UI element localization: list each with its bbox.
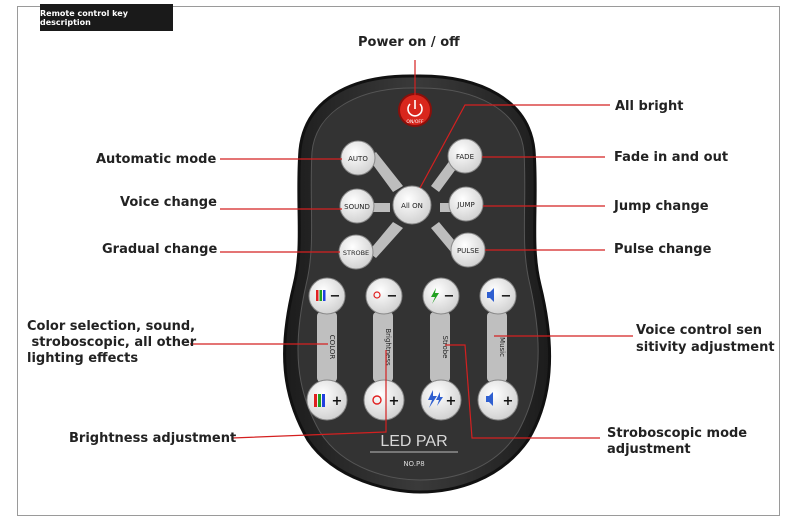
svg-text:AUTO: AUTO bbox=[348, 155, 368, 163]
fade-key: FADE bbox=[447, 138, 483, 174]
svg-text:+: + bbox=[446, 394, 457, 409]
strobe-key: STROBE bbox=[338, 234, 374, 270]
label-voice-change: Voice change bbox=[120, 195, 217, 210]
svg-text:−: − bbox=[501, 289, 512, 304]
label-power: Power on / off bbox=[358, 35, 460, 50]
music-plus-key: + bbox=[477, 379, 519, 421]
svg-text:All ON: All ON bbox=[401, 202, 423, 210]
image-frame bbox=[17, 6, 780, 516]
header-title: Remote control key description bbox=[40, 4, 173, 31]
jump-key: JUMP bbox=[448, 186, 484, 222]
auto-key: AUTO bbox=[340, 140, 376, 176]
label-voice-control-line1: Voice control sen bbox=[636, 323, 763, 338]
label-brightness-adjustment: Brightness adjustment bbox=[69, 431, 237, 446]
model-text: NO.P8 bbox=[403, 460, 424, 468]
color-minus-key: − bbox=[308, 277, 346, 315]
label-fade: Fade in and out bbox=[614, 150, 729, 165]
brand-text: LED PAR bbox=[380, 433, 447, 450]
label-jump-change: Jump change bbox=[614, 199, 709, 214]
svg-text:FADE: FADE bbox=[456, 153, 474, 161]
pulse-key: PULSE bbox=[450, 232, 486, 268]
label-strobe-mode-line2: adjustment bbox=[607, 442, 691, 457]
svg-text:+: + bbox=[332, 394, 343, 409]
label-color-selection-line3: lighting effects bbox=[27, 351, 139, 366]
label-voice-control-line2: sitivity adjustment bbox=[636, 340, 775, 355]
label-color-selection-line1: Color selection, sound, bbox=[27, 319, 196, 334]
svg-text:+: + bbox=[503, 394, 514, 409]
label-strobe-mode-line1: Stroboscopic mode bbox=[607, 426, 748, 441]
strobe-plus-key: + bbox=[420, 379, 462, 421]
strobe-minus-key: − bbox=[422, 277, 460, 315]
power-key-label: ON/OFF bbox=[406, 119, 424, 125]
all-on-key: All ON bbox=[392, 185, 432, 225]
svg-text:+: + bbox=[389, 394, 400, 409]
remote-inner-panel bbox=[297, 87, 539, 481]
color-plus-key: + bbox=[306, 379, 348, 421]
slider-label-brightness: Brightness bbox=[384, 328, 392, 366]
svg-text:−: − bbox=[330, 289, 341, 304]
brightness-plus-key: + bbox=[363, 379, 405, 421]
svg-text:SOUND: SOUND bbox=[344, 203, 370, 211]
brightness-minus-key: − bbox=[365, 277, 403, 315]
svg-text:JUMP: JUMP bbox=[456, 201, 474, 209]
slider-label-strobe: Strobe bbox=[441, 336, 449, 359]
label-automatic-mode: Automatic mode bbox=[96, 152, 217, 167]
svg-text:PULSE: PULSE bbox=[457, 247, 479, 255]
label-pulse-change: Pulse change bbox=[614, 242, 712, 257]
slider-label-color: COLOR bbox=[328, 335, 336, 360]
label-color-selection-line2: stroboscopic, all other bbox=[27, 335, 197, 350]
label-gradual-change: Gradual change bbox=[102, 242, 218, 257]
svg-text:−: − bbox=[444, 289, 455, 304]
label-all-bright: All bright bbox=[615, 99, 684, 114]
callout-lines bbox=[190, 60, 633, 439]
sound-key: SOUND bbox=[339, 188, 375, 224]
music-minus-key: − bbox=[479, 277, 517, 315]
slider-label-music: Music bbox=[498, 337, 506, 357]
svg-text:−: − bbox=[387, 289, 398, 304]
svg-text:STROBE: STROBE bbox=[343, 249, 369, 257]
slider-tracks bbox=[317, 312, 507, 382]
